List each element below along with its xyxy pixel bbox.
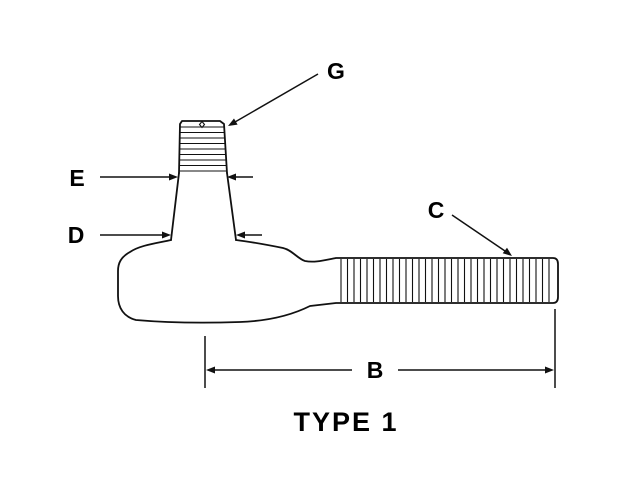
d-left-arrowhead: [162, 231, 171, 239]
callout-g: G: [228, 58, 345, 126]
callout-c: C: [428, 197, 512, 256]
b-right-arrowhead: [545, 366, 554, 374]
label-c: C: [428, 197, 445, 223]
arrowhead-g: [228, 118, 238, 126]
label-e: E: [69, 165, 84, 191]
label-g: G: [327, 58, 345, 84]
leader-line-g: [234, 73, 319, 123]
dimension-b: B: [204, 309, 556, 388]
arrowhead-c: [502, 247, 512, 256]
housing-shaft-outline: [117, 239, 559, 324]
part-drawing: [117, 120, 559, 324]
d-right-arrowhead: [236, 231, 245, 239]
diagram-title: TYPE 1: [293, 407, 398, 437]
b-left-arrowhead: [206, 366, 215, 374]
label-d: D: [68, 222, 85, 248]
e-right-arrowhead: [227, 173, 236, 181]
label-b: B: [367, 357, 384, 383]
leader-line-c: [451, 214, 506, 252]
taper-outline: [170, 172, 237, 241]
stud-threads: [179, 126, 227, 172]
e-left-arrowhead: [169, 173, 178, 181]
callout-d: D: [68, 222, 262, 248]
callout-e: E: [69, 165, 253, 191]
shaft-threads: [340, 259, 550, 302]
